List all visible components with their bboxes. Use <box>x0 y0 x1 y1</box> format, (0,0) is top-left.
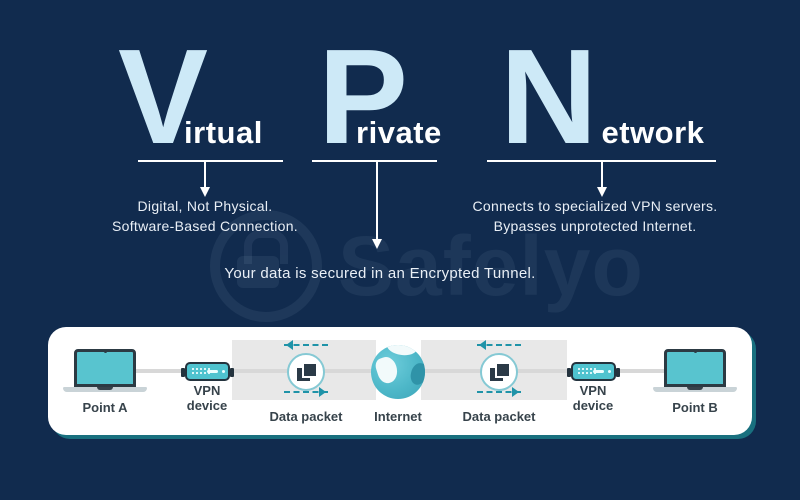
packet-left-arrow-down-icon <box>284 387 328 397</box>
vpn-tunnel-diagram-panel: Point A VPN device Data packet Internet <box>48 327 752 435</box>
laptop-a-base <box>63 387 147 392</box>
point-b-label: Point B <box>672 400 718 415</box>
safelyo-watermark: Safelyo <box>210 210 644 322</box>
laptop-a-icon <box>63 349 147 392</box>
virtual-caption-line2: Software-Based Connection. <box>111 218 298 235</box>
vpn-left-power-led <box>222 370 225 373</box>
packet-right-square-front <box>495 362 511 378</box>
headline-letter-p: P <box>318 21 409 172</box>
vpn-right-port-right <box>616 368 620 377</box>
headline-letter-v: V <box>118 21 209 172</box>
laptop-a-camera-dot <box>104 350 107 353</box>
internet-label: Internet <box>374 409 422 424</box>
vpn-right-power-led <box>608 370 611 373</box>
laptop-a-screen <box>74 349 136 387</box>
safelyo-lock-icon <box>210 210 322 322</box>
virtual-caption-line1: Digital, Not Physical. <box>137 198 273 214</box>
vpn-device-right-label: VPN device <box>543 383 643 413</box>
headline-virtual: Virtual <box>118 29 263 164</box>
globe-land-americas <box>373 354 401 386</box>
network-caption: Connects to specialized VPN servers. Byp… <box>445 196 745 237</box>
watermark-brand-text: Safelyo <box>338 219 644 313</box>
network-caption-line1: Connects to specialized VPN servers. <box>472 198 718 214</box>
vpn-device-left-icon <box>181 362 234 381</box>
virtual-caption: Digital, Not Physical. Software-Based Co… <box>55 196 355 237</box>
lock-body-shape <box>237 256 279 288</box>
laptop-b-notch <box>687 387 703 390</box>
private-caption: Your data is secured in an Encrypted Tun… <box>224 265 536 282</box>
headline-word-virtual: irtual <box>184 115 263 150</box>
laptop-b-base <box>653 387 737 392</box>
arrow-network-head-icon <box>597 187 607 197</box>
headline-word-private: rivate <box>356 115 442 150</box>
laptop-b-screen <box>664 349 726 387</box>
globe-land-north <box>386 345 418 358</box>
vpn-left-label-line1: VPN <box>193 383 221 398</box>
data-packet-right-icon <box>480 353 518 391</box>
vpn-device-left-label: VPN device <box>157 383 257 413</box>
point-a-label: Point A <box>82 400 128 415</box>
vpn-left-label-line2: device <box>186 397 228 413</box>
vpn-left-vent-dots <box>192 368 194 370</box>
data-packet-right-label: Data packet <box>462 409 536 424</box>
packet-left-square-front <box>302 362 318 378</box>
vpn-right-slot <box>593 370 604 373</box>
arrow-virtual-head-icon <box>200 187 210 197</box>
internet-globe-icon <box>371 345 425 399</box>
globe-land-east <box>408 361 425 387</box>
vpn-left-port-left <box>181 368 185 377</box>
vpn-right-label-line1: VPN <box>579 383 607 398</box>
laptop-b-icon <box>653 349 737 392</box>
vpn-device-right-icon <box>567 362 620 381</box>
packet-right-arrow-down-icon <box>477 387 521 397</box>
vpn-left-port-right <box>230 368 234 377</box>
vpn-right-label-line2: device <box>572 397 614 413</box>
data-packet-left-icon <box>287 353 325 391</box>
vpn-left-slot <box>207 370 218 373</box>
headline-word-network: etwork <box>601 115 705 150</box>
headline-letter-n: N <box>500 21 598 172</box>
vpn-right-port-left <box>567 368 571 377</box>
laptop-a-notch <box>97 387 113 390</box>
network-caption-line2: Bypasses unprotected Internet. <box>493 218 697 235</box>
data-packet-left-label: Data packet <box>269 409 343 424</box>
laptop-b-camera-dot <box>694 350 697 353</box>
arrow-private-head-icon <box>372 239 382 249</box>
packet-left-arrow-up-icon <box>284 340 328 350</box>
packet-right-arrow-up-icon <box>477 340 521 350</box>
vpn-right-vent-dots <box>578 368 580 370</box>
lock-shackle-shape <box>244 230 288 264</box>
headline-private: Private <box>318 29 442 164</box>
